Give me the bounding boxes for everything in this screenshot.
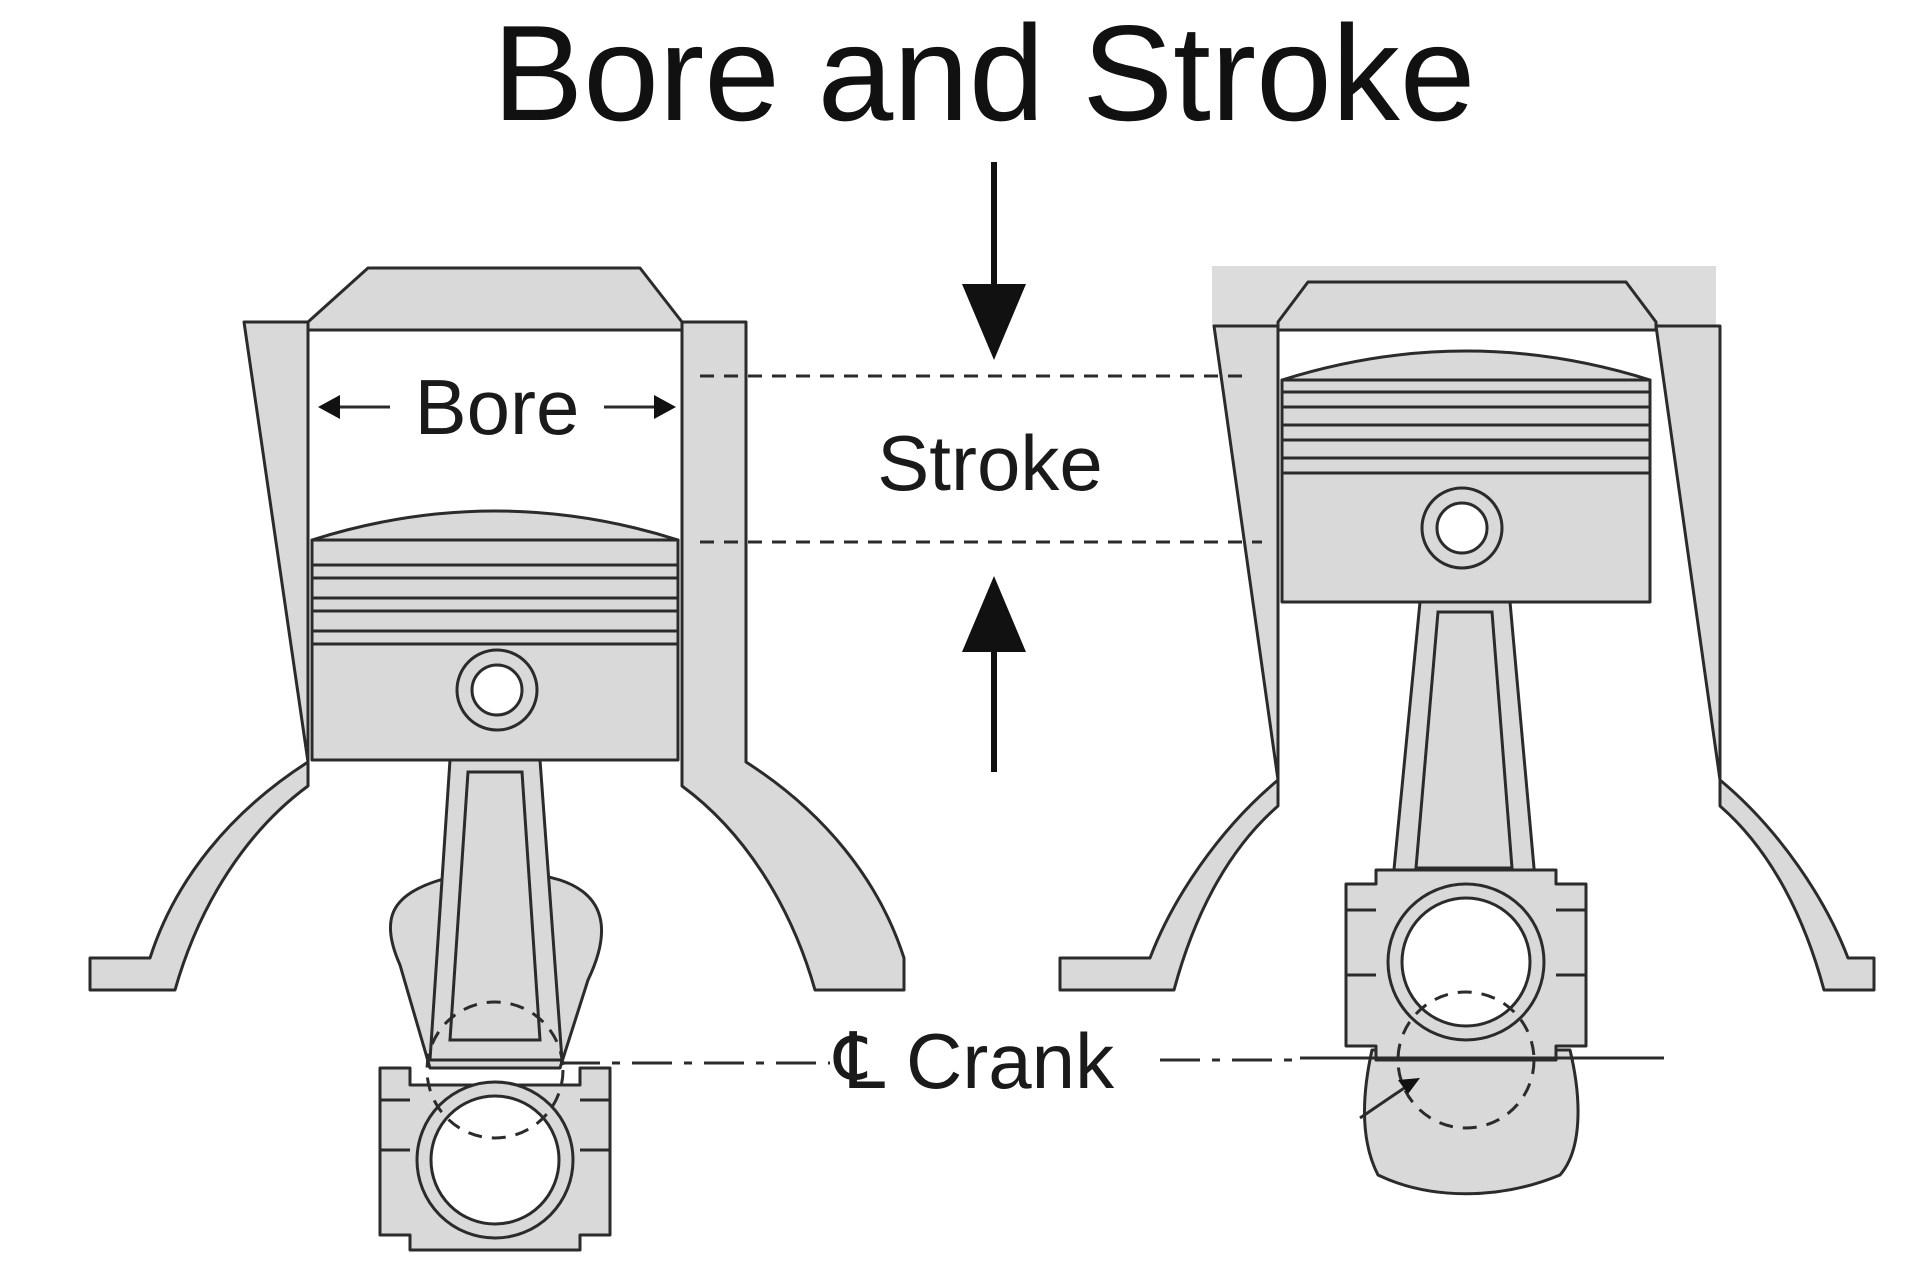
left-connecting-rod-inner [448, 770, 542, 1042]
right-crank-counterweight [1363, 1048, 1580, 1196]
right-crankpin-inner [1400, 896, 1532, 1028]
crank-centerline-symbol: ℄ [833, 1017, 885, 1105]
right-wrist-pin-inner [1435, 501, 1489, 555]
left-cylinder-head [306, 266, 684, 332]
left-wrist-pin-inner [470, 663, 524, 717]
right-cylinder-wall-right [1654, 324, 1876, 992]
stroke-down-arrow-head [962, 284, 1026, 360]
left-crankpin-inner [429, 1094, 561, 1226]
left-cylinder-assembly [88, 266, 906, 1252]
right-cylinder-head [1276, 280, 1658, 332]
stroke-up-arrow-head [962, 576, 1026, 652]
left-crank-journal-dashed [425, 1000, 565, 1140]
right-cylinder-wall-left [1058, 324, 1280, 992]
right-cylinder-assembly [1058, 266, 1876, 1196]
diagram-title: Bore and Stroke [493, 0, 1476, 149]
stroke-dimension: Stroke [700, 162, 1262, 772]
right-crank-journal-dashed [1396, 990, 1536, 1130]
right-connecting-rod [1390, 600, 1538, 892]
bore-arrow-left-head [318, 395, 340, 419]
left-connecting-rod [428, 758, 564, 1062]
stroke-label: Stroke [877, 419, 1102, 507]
bore-label: Bore [415, 363, 580, 451]
right-connecting-rod-inner [1414, 610, 1514, 870]
left-cylinder-wall-left [88, 320, 310, 992]
left-cylinder-wall-right [680, 320, 906, 992]
right-crank-radius-arrowhead [1398, 1078, 1420, 1094]
bore-arrow-right-head [654, 395, 676, 419]
crank-label: Crank [906, 1017, 1115, 1105]
right-piston-crown [1280, 349, 1652, 382]
left-piston-crown [310, 509, 680, 542]
crank-centerline: ℄ Crank [560, 1017, 1664, 1105]
bore-dimension: Bore [318, 363, 676, 451]
